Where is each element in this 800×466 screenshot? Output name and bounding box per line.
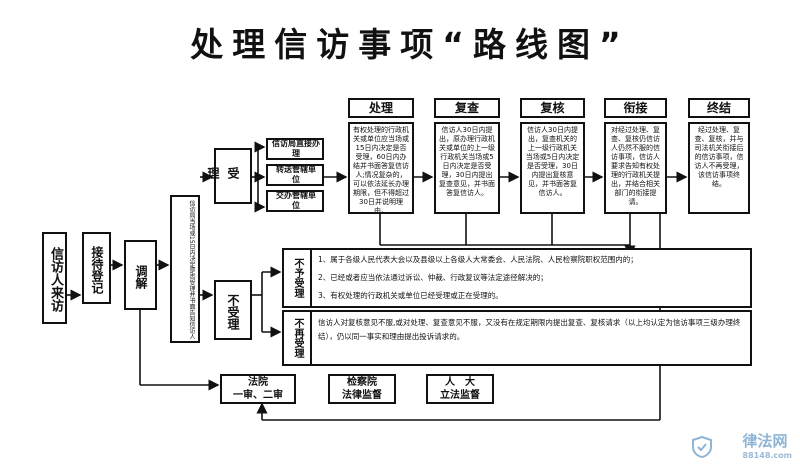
reject-a-box	[282, 248, 752, 308]
accept-box: 受理	[206, 148, 252, 204]
reject-b-divider	[310, 310, 312, 366]
npc-box: 人 大 立法监督	[426, 374, 494, 404]
stage-final-box: 经过处理、复查、复核，并与司法机关衔接后的信访事项，信访人不再受理，该信访事项终…	[688, 122, 750, 214]
stage-process-text: 有权处理的行政机关或单位应当场或15日内决定是否受理，60日内办结并书面答复信访…	[353, 126, 409, 212]
shield-icon	[692, 436, 712, 458]
reject-a-line-1: 1、属于各级人民代表大会以及县级以上各级人大常委会、人民法院、人民检察院职权范围…	[318, 255, 638, 264]
watermark-name: 律法网	[742, 432, 788, 450]
stage-final-header: 终结	[688, 98, 750, 118]
register-label: 接待登记	[90, 246, 104, 294]
court-label: 法院	[248, 377, 268, 388]
accept-label: 受理	[206, 167, 240, 187]
reject-b-text: 信访人对复核意见不服,或对处理、复查意见不服，又没有在规定期限内提出复查、复核请…	[318, 318, 741, 341]
mediate-label: 调解	[134, 265, 148, 289]
petitioner-label: 信访人来访	[48, 246, 63, 312]
reject-label: 不受理	[226, 294, 240, 330]
accept-direct-box: 信访局直接办理	[266, 138, 324, 160]
reject-b-label: 不再受理	[292, 318, 303, 358]
stage-recheck-header: 复核	[520, 98, 585, 118]
reject-a-divider	[310, 248, 312, 308]
reject-a-line-3: 3、有权处理的行政机关或单位已经受理或正在受理的。	[318, 291, 503, 300]
npc-label: 人 大	[445, 377, 475, 388]
procuratorate-label: 检察院	[347, 377, 377, 388]
court-box: 法院 一审、二审	[220, 374, 296, 404]
mediate-box: 调解	[124, 240, 157, 310]
reject-b-box	[282, 310, 752, 366]
stage-review-text: 信访人30日内提出，原办理行政机关或单位的上一级行政机关当场或5日内决定是否受理…	[439, 126, 495, 197]
procuratorate-sub: 法律监督	[342, 390, 382, 401]
stage-process-box: 有权处理的行政机关或单位应当场或15日内决定是否受理，60日内办结并书面答复信访…	[348, 122, 414, 214]
accept-direct-label: 信访局直接办理	[272, 139, 320, 158]
reject-a-line-2: 2、已经或者应当依法通过诉讼、仲裁、行政复议等法定途径解决的；	[318, 273, 548, 282]
stage-recheck-box: 信访人30日内提出，复查机关的上一级行政机关当场或5日内决定是否受理，30日内提…	[520, 122, 585, 214]
accept-assign-label: 交办管辖单位	[276, 191, 316, 210]
npc-sub: 立法监督	[440, 390, 480, 401]
accept-forward-label: 转送管辖单位	[276, 165, 316, 184]
notice-box: 信访局当场或15日内决定是否受理并书面告知信访人	[170, 195, 200, 343]
stage-review-header: 复查	[434, 98, 500, 118]
site-watermark: 律法网 88148.com	[743, 430, 792, 460]
page-title: 处理信访事项“路线图”	[190, 25, 630, 64]
stage-process-header: 处理	[348, 98, 414, 118]
stage-link-header: 衔接	[604, 98, 667, 118]
reject-box: 不受理	[214, 280, 252, 340]
stage-link-text: 对经过处理、复查、复核仍信访人仍然不服的信访事项，信访人要求告知有权处理的行政机…	[611, 126, 660, 206]
accept-assign-box: 交办管辖单位	[266, 190, 324, 212]
notice-label: 信访局当场或15日内决定是否受理并书面告知信访人	[188, 200, 195, 340]
court-sub: 一审、二审	[233, 390, 283, 401]
procuratorate-box: 检察院 法律监督	[328, 374, 396, 404]
stage-link-box: 对经过处理、复查、复核仍信访人仍然不服的信访事项，信访人要求告知有权处理的行政机…	[604, 122, 667, 214]
reject-a-label: 不予受理	[292, 258, 303, 298]
watermark-url: 88148.com	[742, 451, 792, 460]
stage-recheck-text: 信访人30日内提出，复查机关的上一级行政机关当场或5日内决定是否受理，30日内提…	[525, 126, 580, 197]
stage-final-text: 经过处理、复查、复核，并与司法机关衔接后的信访事项，信访人不再受理，该信访事项终…	[694, 126, 744, 188]
accept-forward-box: 转送管辖单位	[266, 164, 324, 186]
stage-review-box: 信访人30日内提出，原办理行政机关或单位的上一级行政机关当场或5日内决定是否受理…	[434, 122, 500, 214]
register-box: 接待登记	[82, 232, 111, 304]
petitioner-box: 信访人来访	[42, 232, 67, 324]
